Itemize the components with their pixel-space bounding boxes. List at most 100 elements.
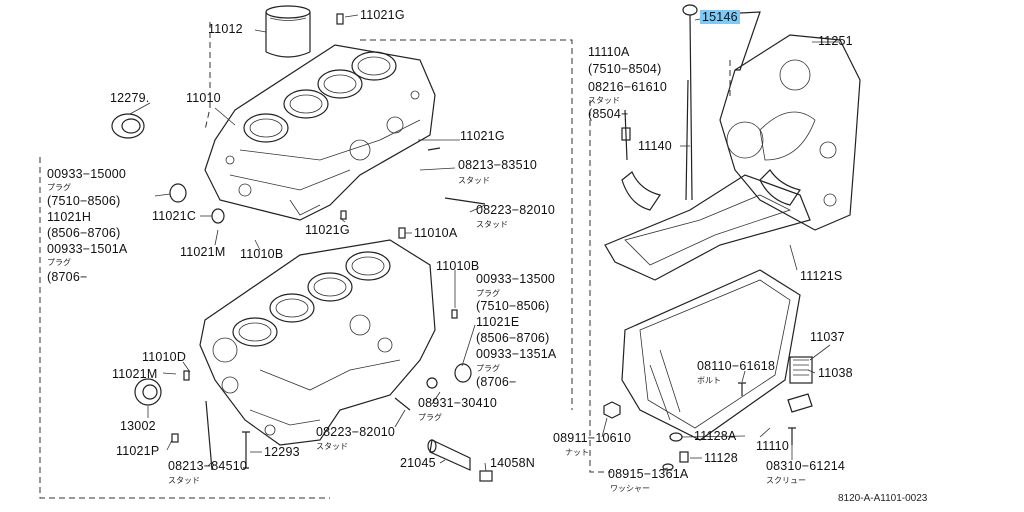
plug-11021E-icon bbox=[454, 363, 472, 383]
rear-seal-icon bbox=[134, 378, 162, 406]
part-21045-label: 21045 bbox=[400, 456, 436, 470]
part-11110A-label: 11110A bbox=[588, 45, 630, 59]
part-08223-82010-top-label: 08223−82010 bbox=[476, 203, 556, 217]
range-7510-8506-b: (7510−8506) bbox=[476, 299, 550, 313]
part-11010A-label: 11010A bbox=[414, 226, 458, 240]
lower-cylinder-block-icon bbox=[199, 239, 436, 446]
strainer-bracket-icon bbox=[787, 393, 813, 413]
bolt-label: ボルト bbox=[697, 376, 721, 385]
part-08216-61610-label: 08216−61610 bbox=[588, 80, 668, 94]
screw-label: スクリュー bbox=[766, 476, 806, 485]
stud-label-3: スタッド bbox=[316, 442, 348, 451]
part-11010B-b-label: 11010B bbox=[436, 259, 480, 273]
part-12293-label: 12293 bbox=[264, 445, 300, 459]
part-11021G-mid-label: 11021G bbox=[460, 129, 505, 143]
pan-bracket-line bbox=[589, 100, 612, 473]
left-bracket-line bbox=[39, 157, 330, 499]
dipstick-icon bbox=[682, 4, 698, 201]
part-11121S-label: 11121S bbox=[800, 269, 843, 283]
range-8504: (8504− bbox=[588, 107, 629, 121]
part-11128A-label: 11128A bbox=[694, 429, 737, 443]
stud-label-4: スタッド bbox=[168, 476, 200, 485]
part-08310-61214-label: 08310−61214 bbox=[766, 459, 846, 473]
part-11021P-label: 11021P bbox=[116, 444, 160, 458]
upper-cylinder-block-icon bbox=[204, 44, 436, 221]
part-13002-label: 13002 bbox=[120, 419, 156, 433]
stud-label-1: スタッド bbox=[458, 176, 490, 185]
plug-11021C-icon bbox=[211, 208, 225, 224]
plug-label-5: プラグ bbox=[418, 413, 442, 422]
diagram-reference-code: 8120-A-A1101-0023 bbox=[838, 493, 928, 504]
part-00933-15000-label: 00933−15000 bbox=[47, 167, 127, 181]
part-00933-1351A-label: 00933−1351A bbox=[476, 347, 557, 361]
part-11010-label: 11010 bbox=[186, 91, 221, 105]
range-8506-8706-a: (8506−8706) bbox=[47, 226, 121, 240]
part-11251-label: 11251 bbox=[818, 34, 853, 48]
plug-11021H-icon bbox=[169, 183, 187, 203]
part-11021H-label: 11021H bbox=[47, 210, 92, 224]
part-11038-label: 11038 bbox=[818, 366, 853, 380]
dowel-top-icon bbox=[336, 13, 344, 25]
range-7510-8504: (7510−8504) bbox=[588, 62, 662, 76]
range-8506-8706-b: (8506−8706) bbox=[476, 331, 550, 345]
range-8706-a: (8706− bbox=[47, 270, 88, 284]
part-11021G-low-label: 11021G bbox=[305, 223, 350, 237]
stud-label-2: スタッド bbox=[476, 220, 508, 229]
part-12279-label: 12279. bbox=[110, 91, 150, 105]
water-pipe-icon bbox=[427, 439, 493, 482]
part-08911-10610-label: 08911−10610 bbox=[553, 431, 632, 445]
part-11110-label: 11110 bbox=[756, 439, 789, 453]
plug-08931-icon bbox=[426, 377, 438, 389]
drain-plug-icon bbox=[679, 451, 689, 463]
part-11012-label: 11012 bbox=[208, 22, 243, 36]
oil-seal-icon bbox=[111, 113, 145, 139]
part-08915-1361A-label: 08915−1361A bbox=[608, 467, 689, 481]
part-11140-label: 11140 bbox=[638, 139, 672, 153]
part-11021C-label: 11021C bbox=[152, 209, 197, 223]
part-15146-label: 15146 bbox=[700, 10, 740, 24]
part-08213-84510-label: 08213−84510 bbox=[168, 459, 248, 473]
part-08223-82010-low-label: 08223−82010 bbox=[316, 425, 396, 439]
part-11021M-low-label: 11021M bbox=[112, 367, 158, 381]
stud-label-5: スタッド bbox=[588, 96, 620, 105]
dowel-11010A-icon bbox=[398, 227, 406, 239]
plug-label-2: プラグ bbox=[47, 258, 71, 267]
oil-pan-gasket-icon bbox=[604, 169, 811, 281]
part-00933-1501A-label: 00933−1501A bbox=[47, 242, 128, 256]
part-11010B-a-label: 11010B bbox=[240, 247, 284, 261]
plug-label-3: プラグ bbox=[476, 289, 500, 298]
part-11128-label: 11128 bbox=[704, 451, 738, 465]
washer-icon bbox=[662, 463, 674, 471]
bolt-icon bbox=[738, 382, 746, 396]
cylinder-liner-icon bbox=[265, 5, 311, 58]
part-08931-30410-label: 08931−30410 bbox=[418, 396, 498, 410]
part-15146-highlight: 15146 bbox=[700, 10, 740, 24]
range-7510-8506-a: (7510−8506) bbox=[47, 194, 121, 208]
end-plate-icon bbox=[719, 34, 861, 231]
dowel-11021P-icon bbox=[171, 433, 179, 443]
leader-lines bbox=[129, 14, 840, 472]
washer-label: ワッシャー bbox=[610, 484, 650, 493]
plug-label-1: プラグ bbox=[47, 183, 71, 192]
part-08110-61618-label: 08110−61618 bbox=[697, 359, 776, 373]
nut-label: ナット bbox=[565, 448, 589, 457]
part-11021E-label: 11021E bbox=[476, 315, 520, 329]
screw-icon bbox=[788, 427, 796, 445]
part-11021G-top-label: 11021G bbox=[360, 8, 405, 22]
nut-icon bbox=[603, 401, 621, 419]
part-11021M-top-label: 11021M bbox=[180, 245, 226, 259]
part-00933-13500-label: 00933−13500 bbox=[476, 272, 556, 286]
oil-pan-icon bbox=[621, 269, 801, 441]
part-11037-label: 11037 bbox=[810, 330, 845, 344]
part-14058N-label: 14058N bbox=[490, 456, 535, 470]
part-08213-83510-label: 08213−83510 bbox=[458, 158, 538, 172]
plug-label-4: プラグ bbox=[476, 364, 500, 373]
gasket-washer-icon bbox=[669, 432, 683, 442]
part-11010D-label: 11010D bbox=[142, 350, 187, 364]
liner-bracket-line bbox=[204, 22, 211, 131]
range-8706-b: (8706− bbox=[476, 375, 517, 389]
oil-strainer-icon bbox=[789, 356, 813, 384]
top-bracket-line bbox=[360, 39, 573, 410]
